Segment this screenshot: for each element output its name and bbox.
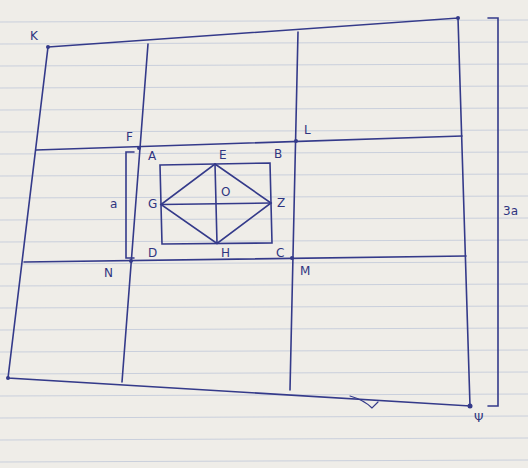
point-label: F — [126, 131, 133, 143]
point-label: 3a — [503, 205, 518, 217]
point-label: A — [148, 150, 156, 162]
point-label: G — [148, 198, 157, 210]
point-label: D — [148, 247, 157, 259]
dimension-bracket — [488, 18, 498, 406]
grid-line — [290, 32, 298, 390]
point-label: N — [104, 267, 113, 279]
inner-square — [160, 163, 272, 244]
ink-lines — [8, 18, 498, 408]
point-label: C — [276, 247, 284, 259]
grid-line — [24, 256, 466, 262]
grid-line — [36, 136, 462, 150]
point-label: E — [219, 149, 227, 161]
outer-quadrilateral — [8, 18, 470, 406]
dimension-bracket — [126, 152, 134, 258]
point-label: O — [221, 186, 230, 198]
pen-squiggle — [350, 396, 378, 408]
point-label: Ψ — [474, 412, 483, 424]
point-label: B — [274, 148, 282, 160]
inner-diamond — [161, 164, 271, 244]
grid-line — [122, 44, 148, 382]
point-label: Z — [277, 197, 285, 209]
point-label: a — [110, 198, 117, 210]
point-label: M — [300, 265, 310, 277]
ruled-lines — [0, 20, 528, 462]
point-label: L — [304, 124, 311, 136]
points — [6, 16, 473, 409]
mid-line — [215, 164, 217, 244]
point-label: K — [30, 30, 38, 42]
point-label: H — [221, 247, 230, 259]
